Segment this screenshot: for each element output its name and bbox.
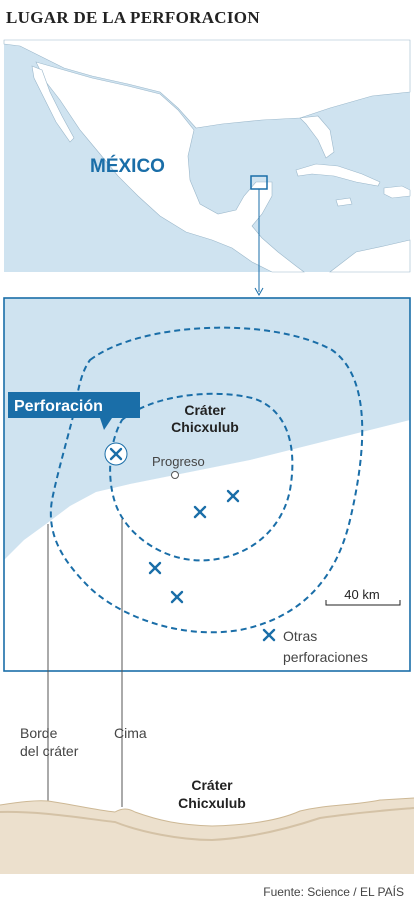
florida-landmass	[299, 115, 335, 159]
cuba	[295, 163, 381, 187]
south-america	[329, 239, 411, 273]
country-label: MÉXICO	[90, 155, 165, 177]
callout-pointer	[100, 418, 112, 430]
yucatan-land	[4, 420, 410, 671]
callout-box	[8, 392, 140, 418]
baja-california	[31, 65, 75, 143]
mexico-landmass	[35, 61, 305, 273]
callout-label: Perforación	[14, 398, 103, 415]
ground-profile	[0, 798, 414, 874]
crater-label-line2: Chicxulub	[171, 419, 239, 435]
section-crater-label-line2: Chicxulub	[178, 795, 246, 811]
jamaica	[335, 197, 353, 207]
other-drill-marker	[148, 561, 162, 575]
cross-section: Borde del cráter Cima Cráter Chicxulub	[0, 725, 414, 874]
legend-label-line1: Otras	[283, 628, 317, 644]
legend-label-line2: perforaciones	[283, 649, 368, 665]
drill-site-cross	[109, 447, 123, 461]
legend-cross-icon	[262, 628, 276, 642]
detail-frame	[3, 297, 411, 672]
detail-map: Cráter Chicxulub Progreso Perforación 40…	[3, 297, 411, 672]
other-drill-marker	[226, 489, 240, 503]
ground-strata-line	[0, 807, 414, 842]
rim-label-line2: del cráter	[20, 743, 79, 759]
ground-surface-line	[0, 797, 414, 827]
source-credit: Fuente: Science / EL PAÍS	[263, 885, 404, 899]
other-drill-marker	[170, 590, 184, 604]
usa-landmass	[3, 39, 411, 129]
peak-label: Cima	[114, 725, 147, 741]
crater-outer-ring	[49, 326, 364, 634]
town-marker	[171, 471, 179, 479]
map-title: LUGAR DE LA PERFORACION	[6, 8, 260, 27]
overview-map: MÉXICO	[3, 39, 411, 273]
town-label: Progreso	[152, 454, 205, 469]
scale-label: 40 km	[344, 587, 379, 602]
rim-label-line1: Borde	[20, 725, 58, 741]
other-drill-marker	[193, 505, 207, 519]
connector-arrow	[254, 287, 264, 297]
section-crater-label-line1: Cráter	[191, 777, 233, 793]
crater-label-line1: Cráter	[184, 402, 226, 418]
scale-bar	[325, 600, 401, 606]
hispaniola	[383, 185, 411, 199]
crater-inner-ring	[109, 392, 294, 562]
